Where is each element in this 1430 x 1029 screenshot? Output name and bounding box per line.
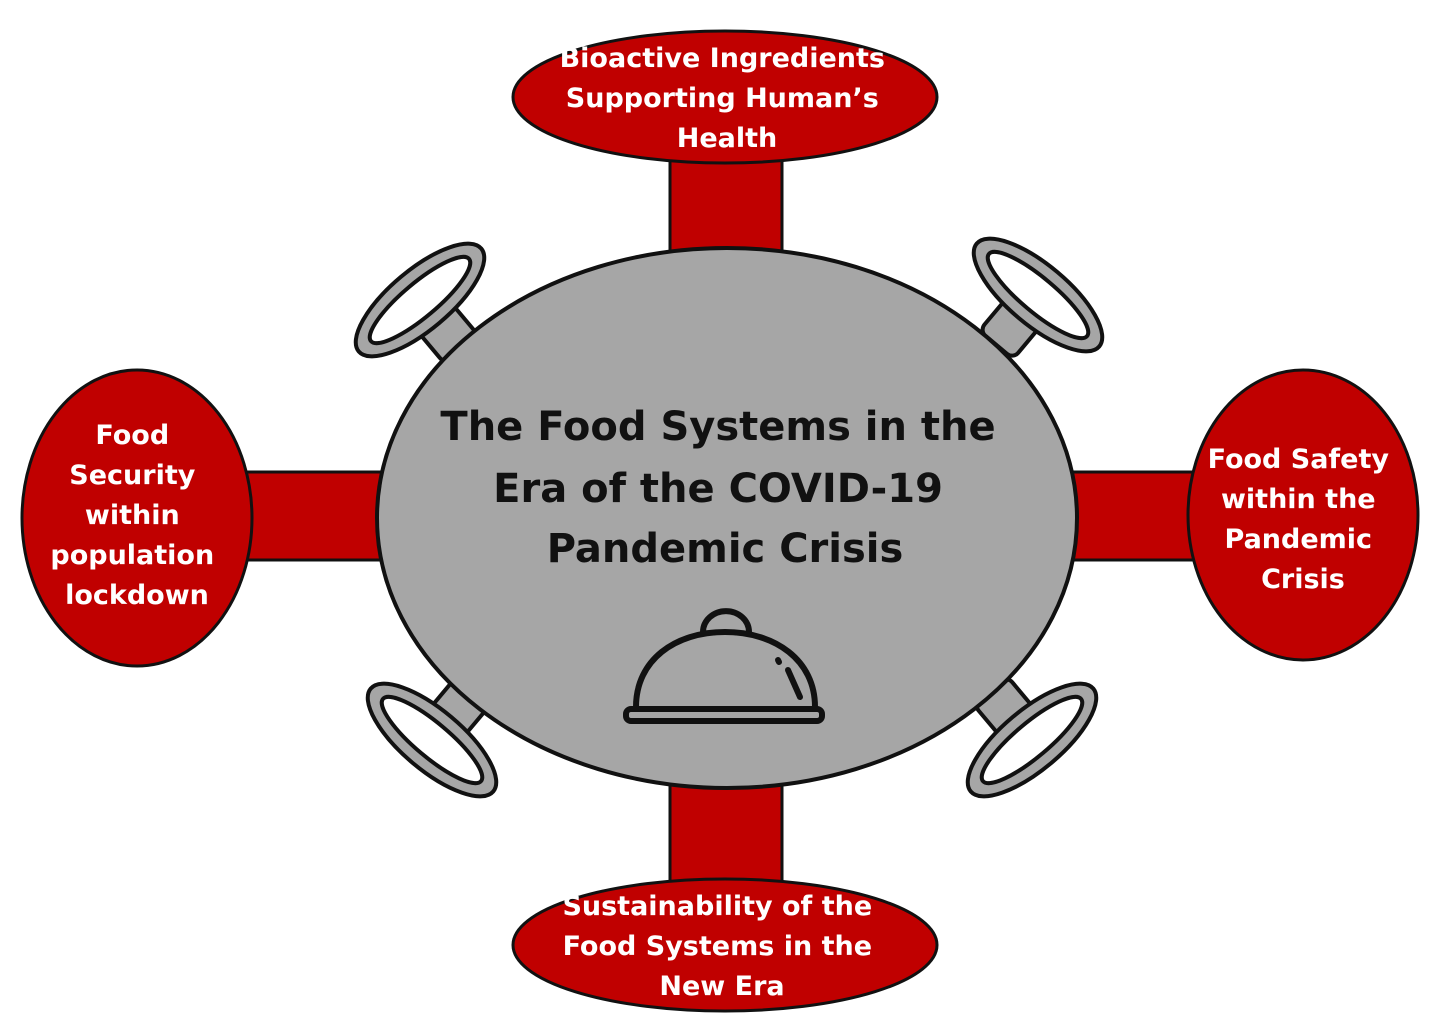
connector-right — [1063, 470, 1202, 562]
food-cloche-icon — [623, 608, 825, 724]
central-table — [375, 246, 1079, 790]
topic-bioactive-ingredients — [511, 29, 939, 165]
center-title: The Food Systems in the Era of the COVID… — [440, 404, 1009, 572]
topic-bioactive-text: Bioactive Ingredients Supporting Human’s… — [560, 43, 895, 154]
topic-food-safety-text: Food Safety within the Pandemic Crisis — [1208, 444, 1399, 595]
chair-top-right — [971, 236, 1105, 358]
topic-sustainability — [511, 877, 939, 1013]
topic-sustainability-text: Sustainability of the Food Systems in th… — [562, 891, 881, 1002]
topic-food-safety — [1186, 368, 1420, 662]
connector-left — [238, 470, 392, 562]
topic-food-security-text: Food Security within population lockdown — [50, 420, 223, 611]
topic-food-security — [20, 368, 254, 668]
